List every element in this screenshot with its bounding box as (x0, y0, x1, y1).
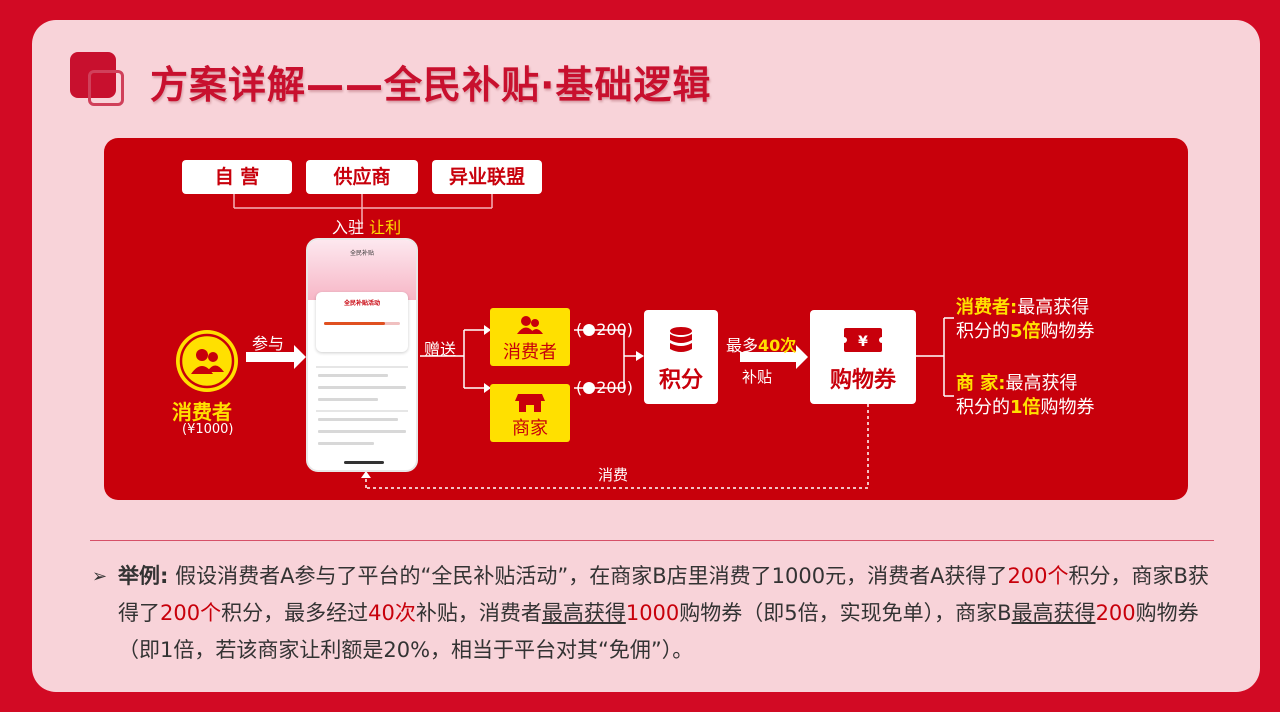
box-consumer: 消费者 (490, 308, 570, 366)
participate-label: 参与 (252, 334, 285, 353)
box-merchant-label: 商家 (512, 418, 548, 439)
divider (90, 540, 1214, 541)
box-voucher: ¥ 购物券 (810, 310, 916, 404)
result-merchant: 商 家:最高获得 积分的1倍购物券 (956, 373, 1095, 418)
gift-label: 赠送 (424, 340, 457, 359)
phone-card-title: 全民补贴活动 (343, 300, 380, 307)
logic-diagram: 自 营 供应商 异业联盟 入驻 让利 消费者 (¥1000) 参与 全民补贴 全… (104, 138, 1188, 500)
phone-header: 全民补贴 (349, 250, 374, 257)
database-icon (670, 327, 692, 352)
box-merchant: 商家 (490, 384, 570, 442)
coin-icon (583, 324, 596, 336)
box-points-label: 积分 (658, 368, 703, 393)
consumer-amount: (¥1000) (182, 422, 234, 437)
result-consumer: 消费者:最高获得 积分的5倍购物券 (956, 297, 1095, 342)
box-supplier: 供应商 (306, 160, 418, 194)
shop-icon (515, 394, 545, 412)
connector-lines (233, 194, 954, 489)
box-self-operated: 自 营 (182, 160, 292, 194)
subsidy-label: 补贴 (742, 368, 773, 386)
points-badge-consumer: (200) (576, 320, 634, 339)
box-alliance: 异业联盟 (432, 160, 542, 194)
coin-icon (583, 382, 596, 394)
title-mark-icon (70, 52, 126, 108)
consumer-label: 消费者 (172, 400, 232, 424)
page-title: 方案详解——全民补贴·基础逻辑 (150, 63, 712, 107)
consume-label: 消费 (598, 466, 629, 484)
consumer-icon (176, 330, 238, 392)
svg-text:¥: ¥ (858, 334, 868, 350)
phone-screenshot: 全民补贴 全民补贴活动 (306, 238, 418, 472)
box-voucher-label: 购物券 (829, 368, 896, 393)
voucher-icon: ¥ (841, 328, 885, 352)
slide: 方案详解——全民补贴·基础逻辑 (32, 20, 1260, 692)
example-paragraph: ➢ 举例: 假设消费者A参与了平台的“全民补贴活动”，在商家B店里消费了1000… (92, 558, 1212, 669)
box-consumer-label: 消费者 (503, 342, 557, 363)
max-times-label: 最多40次 (726, 336, 797, 355)
box-points: 积分 (644, 310, 718, 404)
users-icon (517, 316, 543, 334)
bullet-arrow-icon: ➢ (92, 566, 108, 587)
points-badge-merchant: (200) (576, 378, 634, 397)
join-label: 入驻 让利 (332, 218, 402, 237)
